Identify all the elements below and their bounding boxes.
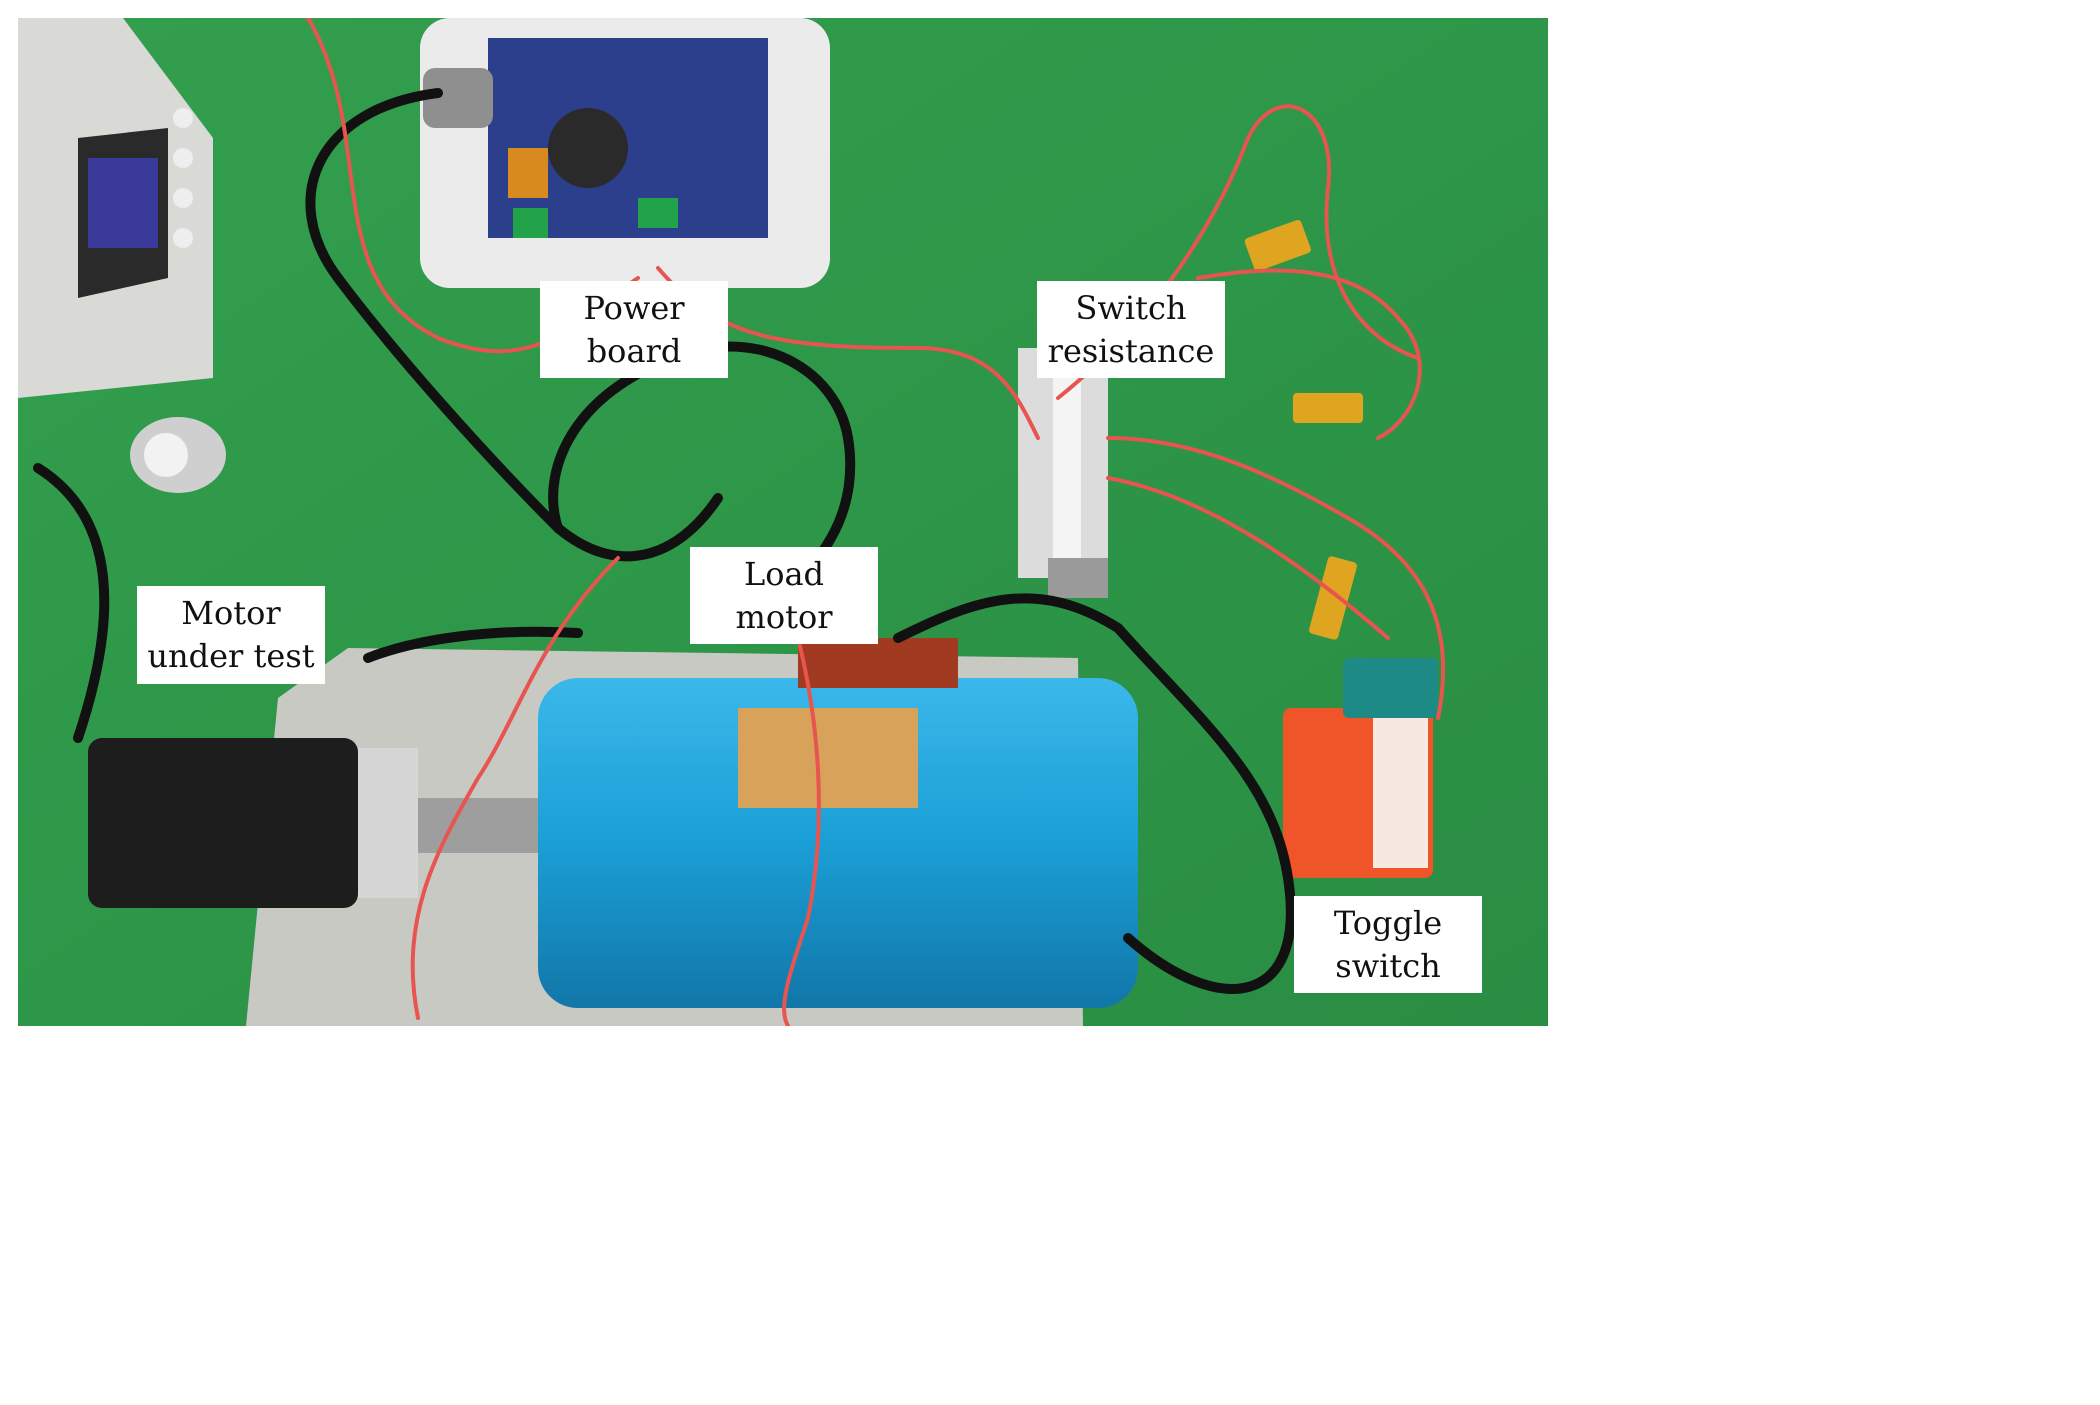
label-power-board: Power board — [540, 281, 728, 378]
label-switch-resistance-line1: Switch — [1075, 288, 1187, 327]
label-power-board-line2: board — [586, 331, 682, 370]
label-toggle-switch-line1: Toggle — [1333, 903, 1443, 942]
solder-spool — [130, 417, 226, 493]
servo-motor — [88, 738, 538, 908]
power-board — [420, 18, 830, 288]
toggle-switch-device — [1283, 658, 1438, 878]
label-load-motor-line1: Load — [743, 554, 825, 593]
label-load-motor: Load motor — [690, 547, 878, 644]
dc-load-motor — [538, 638, 1138, 1008]
label-load-motor-line2: motor — [735, 597, 833, 636]
label-power-board-line1: Power — [583, 288, 685, 327]
label-motor-under-test-line1: Motor — [181, 594, 281, 632]
label-switch-resistance: Switch resistance — [1037, 281, 1225, 378]
load-resistors — [1244, 219, 1363, 640]
label-motor-under-test-line2: under test — [147, 637, 315, 675]
bench-scene — [18, 18, 1548, 1026]
label-toggle-switch: Toggle switch — [1294, 896, 1482, 993]
label-motor-under-test: Motor under test — [137, 586, 325, 684]
black-cables — [33, 88, 1296, 994]
label-toggle-switch-line2: switch — [1335, 946, 1441, 985]
test-bench-photo — [18, 18, 1548, 1026]
label-switch-resistance-line2: resistance — [1047, 331, 1215, 370]
terminal-block — [1018, 348, 1108, 598]
power-supply-unit — [18, 18, 213, 398]
